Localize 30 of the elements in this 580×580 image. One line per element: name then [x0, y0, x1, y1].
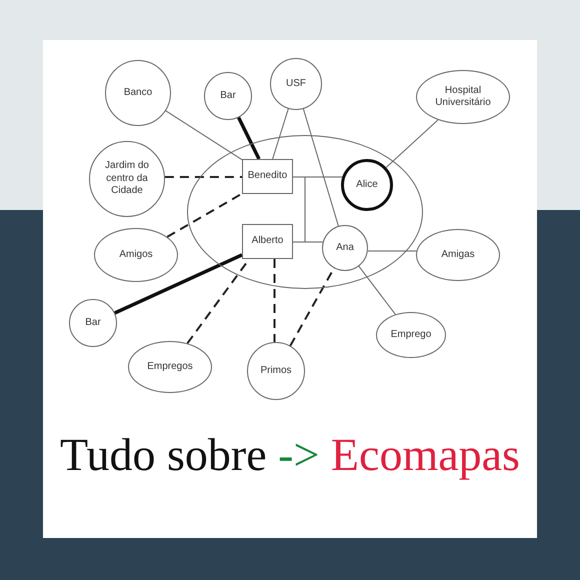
node-label: Bar: [220, 90, 236, 102]
node-label: Amigos: [119, 248, 153, 262]
node-label: Benedito: [248, 170, 288, 183]
connector-line: [386, 119, 438, 168]
node-label: Bar: [85, 316, 101, 330]
node-label: Primos: [260, 364, 292, 378]
node-label: Ana: [336, 242, 354, 254]
connector-line: [367, 250, 417, 252]
connector-line: [302, 108, 339, 226]
connector-line: [272, 108, 289, 160]
thick-connector-line: [237, 116, 261, 160]
large-ellipse: [187, 135, 423, 289]
node-label: Emprego: [390, 328, 432, 342]
node-label: Alice: [356, 178, 378, 192]
title: Tudo sobre -> Ecomapas: [59, 432, 521, 478]
connector-line: [358, 266, 396, 315]
node-label: Empregos: [147, 360, 193, 374]
dashed-connector-line: [274, 259, 276, 342]
square-node: [242, 224, 293, 259]
node-label: Jardim do centro da Cidade: [104, 160, 150, 198]
node-label: Amigas: [441, 248, 475, 262]
dashed-connector-line: [164, 176, 242, 178]
node-label: Banco: [124, 86, 152, 100]
square-node: [242, 159, 293, 194]
connector-line: [165, 110, 242, 160]
node-label: USF: [286, 78, 306, 90]
thick-connector-line: [114, 253, 243, 315]
node-label: Alberto: [252, 235, 284, 248]
node-label: Hospital Universitário: [434, 84, 492, 110]
dashed-connector-line: [166, 192, 242, 238]
